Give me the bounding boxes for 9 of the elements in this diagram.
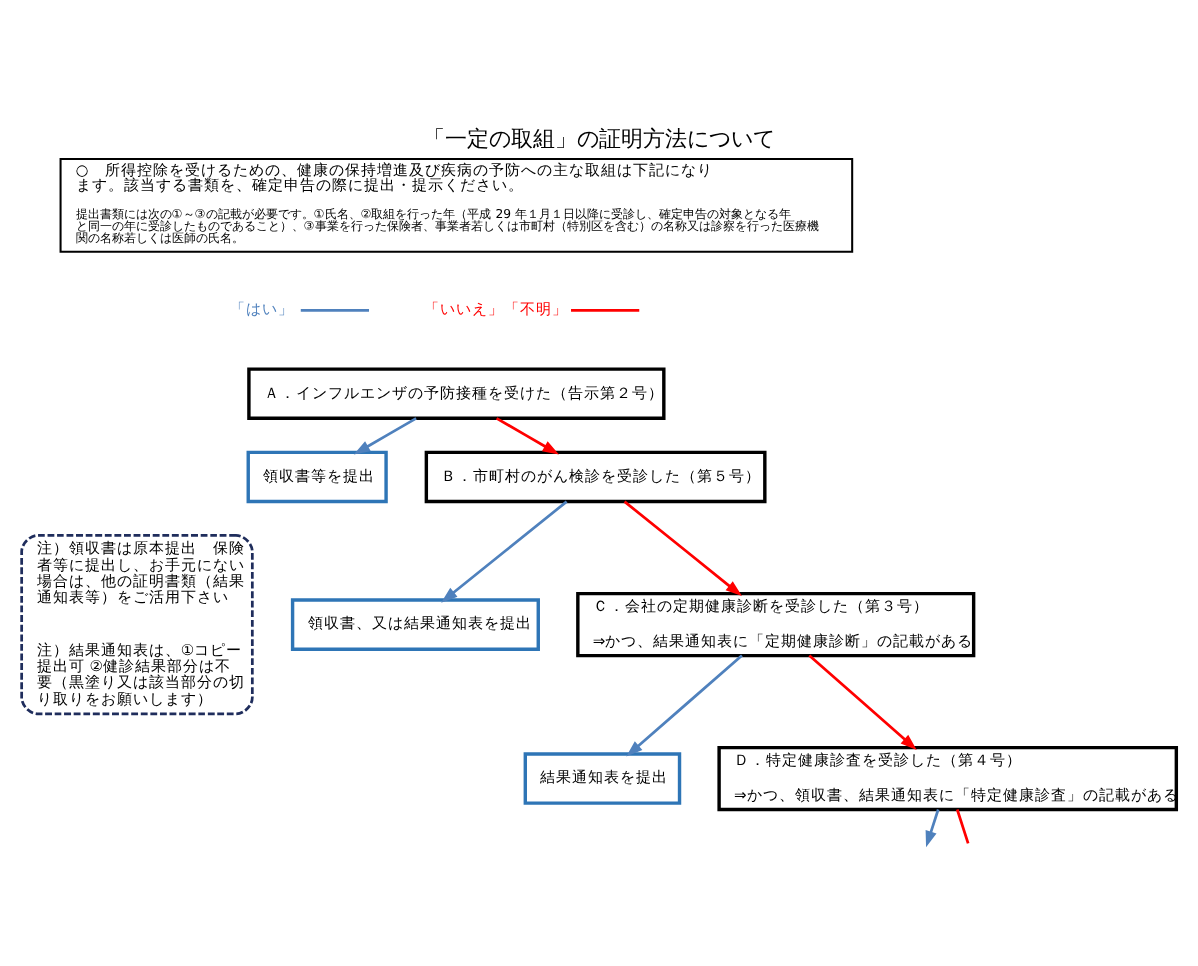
arrow [623,499,742,596]
arrow [441,499,568,602]
connector [955,808,970,843]
arrow [925,808,940,847]
arrow [353,416,417,454]
arrow [495,416,559,454]
arrow [626,653,743,756]
arrow [808,653,917,749]
diagram-title: 「一定の取組」の証明方法について [423,125,775,152]
